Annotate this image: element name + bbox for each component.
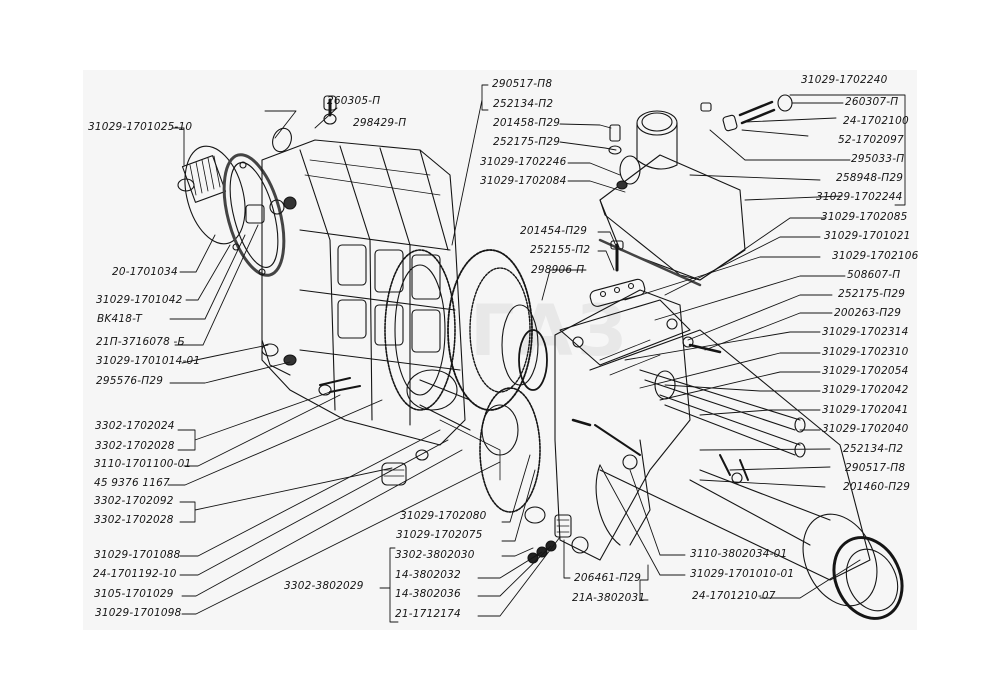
part-label: 252175-П29	[493, 136, 561, 148]
part-label: 31029-1702310	[822, 346, 909, 358]
part-label: 200263-П29	[834, 307, 902, 319]
interlock-plate-part	[559, 240, 722, 427]
part-label: 3110-1701100-01	[94, 458, 192, 470]
part-label: 252134-П2	[843, 443, 904, 455]
part-label: 295033-П	[851, 153, 905, 165]
leader-lines	[167, 84, 906, 623]
part-label: 14-3802032	[395, 569, 461, 581]
part-label: 31029-1702244	[816, 191, 903, 203]
part-label: 31029-1701010-01	[690, 568, 795, 580]
part-label: 295576-П29	[96, 375, 164, 387]
watermark: ГАЗ	[470, 290, 631, 372]
part-label: 20-1701034	[112, 266, 178, 278]
part-label: 31029-1701088	[94, 549, 181, 561]
part-label: 31029-1702080	[400, 510, 487, 522]
part-label: 31029-1702042	[822, 384, 909, 396]
part-label: 3110-3802034-01	[690, 548, 788, 560]
part-label: 3302-3802030	[395, 549, 475, 561]
part-label: 31029-1702054	[822, 365, 909, 377]
diagram-panel	[83, 70, 917, 630]
part-label: 3302-1702028	[94, 514, 174, 526]
part-label: 31029-1701042	[96, 294, 183, 306]
part-label: 24-1701192-10	[93, 568, 177, 580]
part-label: 21П-3716078 -Б	[96, 336, 185, 348]
part-label: 21-1712174	[395, 608, 461, 620]
part-label: 31029-1702075	[396, 529, 483, 541]
part-label: 260307-П	[845, 96, 899, 108]
part-label: 298906-П	[531, 264, 585, 276]
part-label: 206461-П29	[574, 572, 642, 584]
gearbox-housing-part	[261, 95, 466, 446]
part-label: 52-1702097	[838, 134, 904, 146]
part-label: 3302-1702028	[95, 440, 175, 452]
part-label: 252134-П2	[493, 98, 554, 110]
part-label: 252155-П2	[530, 244, 591, 256]
input-shaft-part	[177, 145, 297, 277]
part-label: 14-3802036	[395, 588, 461, 600]
part-label: 201458-П29	[493, 117, 561, 129]
part-label: 31029-1702085	[821, 211, 908, 223]
part-label: 260305-П	[327, 95, 381, 107]
part-label: 31029-1702240	[801, 74, 888, 86]
part-label: 31029-1702246	[480, 156, 567, 168]
rear-extension-part	[554, 289, 904, 620]
part-label: 31029-1702314	[822, 326, 909, 338]
part-label: BK418-T	[97, 313, 142, 325]
gear-cluster-part	[381, 249, 548, 513]
part-label: 508607-П	[847, 269, 901, 281]
part-label: 252175-П29	[838, 288, 906, 300]
part-label: 258948-П29	[836, 172, 904, 184]
part-label: 201460-П29	[843, 481, 911, 493]
shift-cover-part	[598, 94, 793, 287]
part-label: 31029-1702040	[822, 423, 909, 435]
part-label: 3302-1702092	[94, 495, 174, 507]
part-label: 45 9376 1167	[94, 477, 170, 489]
part-label: 290517-П8	[845, 462, 906, 474]
part-label: 3302-1702024	[95, 420, 175, 432]
part-label: 31029-1701025-10	[88, 121, 193, 133]
part-label: 290517-П8	[492, 78, 553, 90]
part-label: 31029-1701014-01	[96, 355, 201, 367]
part-label: 31029-1702041	[822, 404, 909, 416]
part-label: 31029-1702084	[480, 175, 567, 187]
shift-rods-part	[639, 369, 806, 484]
part-label: 24-1702100	[843, 115, 909, 127]
part-label: 24-1701210-07	[692, 590, 776, 602]
part-label: 298429-П	[353, 117, 407, 129]
part-label: 3302-3802029	[284, 580, 364, 592]
part-label: 21А-3802031	[572, 592, 646, 604]
part-label: 31029-1702106	[832, 250, 919, 262]
part-label: 201454-П29	[520, 225, 588, 237]
part-label: 31029-1701098	[95, 607, 182, 619]
part-label: 31029-1701021	[824, 230, 911, 242]
part-label: 3105-1701029	[94, 588, 174, 600]
